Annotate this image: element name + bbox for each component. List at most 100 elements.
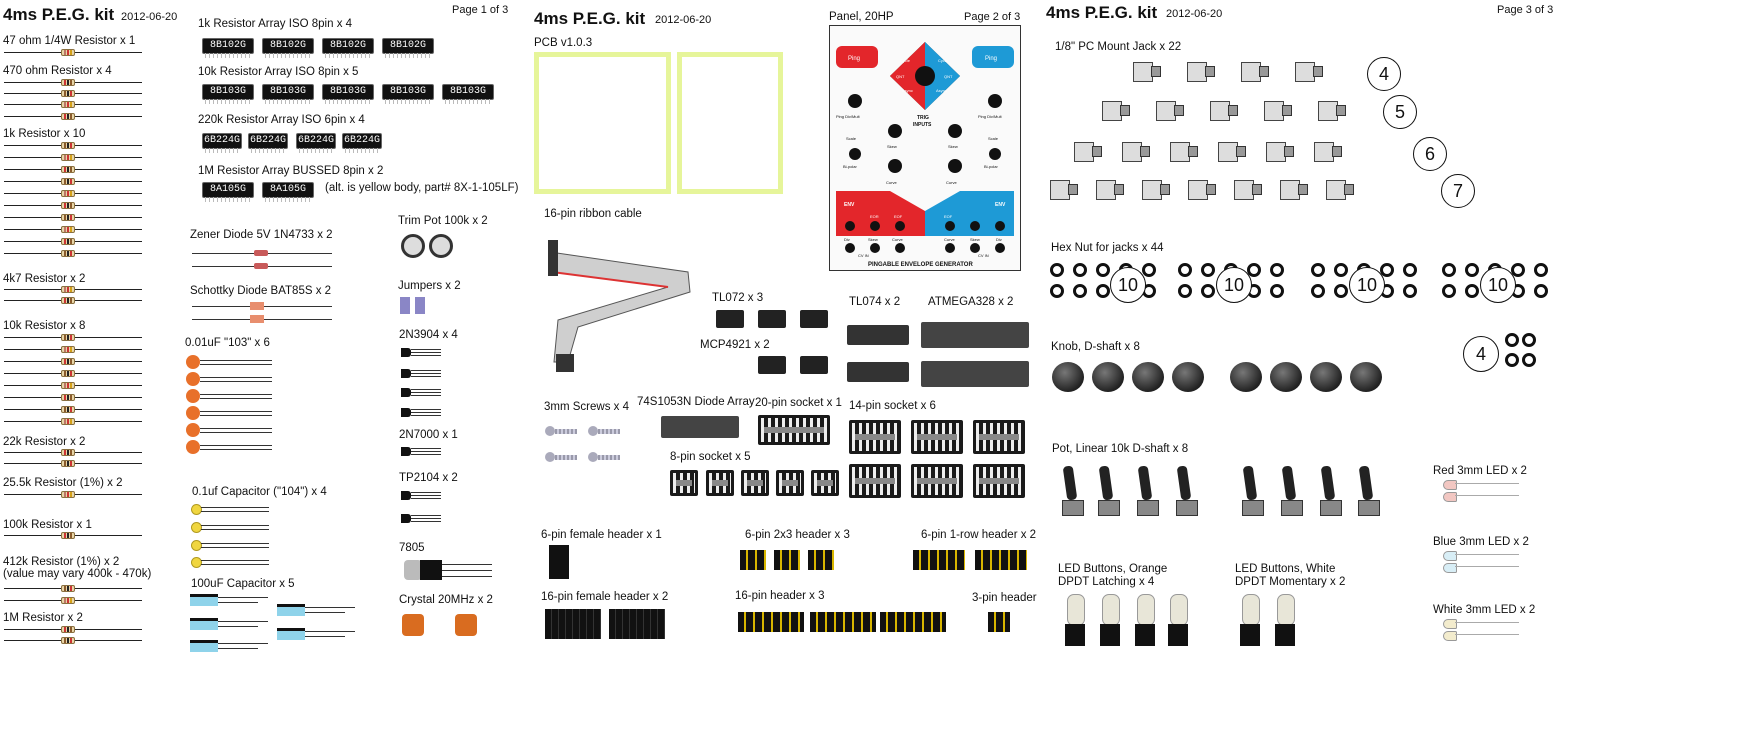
- panel-trig: TRIG: [917, 115, 929, 121]
- resistor-body: [61, 637, 75, 644]
- regulator-lead: [442, 564, 492, 565]
- resistor-body: [61, 142, 75, 149]
- resistor-array-220k: 6B224G: [342, 133, 382, 153]
- capacitor-lead: [200, 411, 272, 412]
- label-c103: 0.01uF "103" x 6: [185, 337, 270, 349]
- resistor-body: [61, 178, 75, 185]
- resistor-body: [61, 113, 75, 120]
- transistor-lead: [411, 395, 441, 396]
- ic-tl072: [800, 310, 828, 328]
- capacitor-lead: [305, 636, 345, 637]
- label-c100u: 100uF Capacitor x 5: [191, 578, 295, 590]
- capacitor-lead: [305, 607, 355, 608]
- label-r100k: 100k Resistor x 1: [3, 519, 92, 531]
- zener-diode-body: [254, 263, 268, 269]
- header-2x3: [740, 550, 766, 570]
- hexnut-icon: [1334, 263, 1348, 277]
- panel-curve-cv-right: Curve: [944, 237, 955, 242]
- ic-tl074: [847, 325, 909, 345]
- screw-thread-icon: [555, 455, 577, 460]
- label-r10k: 10k Resistor x 8: [3, 320, 86, 332]
- resistor-body: [61, 449, 75, 456]
- jack-icon: [1264, 99, 1292, 121]
- hexnut-icon: [1178, 263, 1192, 277]
- transistor-lead: [411, 389, 441, 390]
- label-r25k: 25.5k Resistor (1%) x 2: [3, 477, 123, 489]
- female-header-16pin: [609, 609, 665, 639]
- resistor-body: [61, 597, 75, 604]
- schottky-diode-body: [250, 315, 264, 323]
- panel-ping-left: Ping: [848, 56, 860, 62]
- schottky-diode-body: [250, 302, 264, 310]
- label-btn-orange-1: LED Buttons, Orange: [1058, 563, 1168, 575]
- hexnut-icon: [1311, 284, 1325, 298]
- capacitor-lead: [201, 547, 269, 548]
- transistor-icon: [401, 408, 411, 417]
- resistor-body: [61, 202, 75, 209]
- panel-skew-cv-left: Skew: [868, 237, 878, 242]
- label-ra10k: 10k Resistor Array ISO 8pin x 5: [198, 66, 359, 78]
- capacitor-lead: [200, 377, 272, 378]
- pot-icon: [1320, 466, 1342, 522]
- resistor-body: [61, 394, 75, 401]
- label-tp2104: TP2104 x 2: [399, 472, 458, 484]
- ic-tl072: [716, 310, 744, 328]
- jack-icon: [1218, 140, 1246, 162]
- jack-count-5: 5: [1383, 95, 1417, 129]
- label-hexnut: Hex Nut for jacks x 44: [1051, 242, 1164, 254]
- hexnut-icon: [1334, 284, 1348, 298]
- knob-icon: [1310, 362, 1342, 392]
- transistor-lead: [411, 492, 441, 493]
- hexnut-icon: [1465, 284, 1479, 298]
- panel-ping-right: Ping: [985, 56, 997, 62]
- capacitor-lead: [200, 449, 272, 450]
- transistor-icon: [401, 447, 411, 456]
- panel-qnt-left: QNT: [896, 74, 905, 79]
- capacitor-103: [186, 423, 200, 437]
- panel-bipolar-left: Bi-polar: [843, 164, 857, 169]
- screw-thread-icon: [555, 429, 577, 434]
- resistor-body: [61, 238, 75, 245]
- label-ra1m: 1M Resistor Array BUSSED 8pin x 2: [198, 165, 384, 177]
- page-1-number: Page 1 of 3: [452, 4, 509, 16]
- led-button-orange: [1168, 594, 1188, 652]
- capacitor-100uf: [190, 640, 218, 652]
- panel-curve-left: Curve: [886, 180, 897, 185]
- resistor-body: [61, 49, 75, 56]
- led-button-orange: [1135, 594, 1155, 652]
- pot-icon: [1242, 466, 1264, 522]
- jack-icon: [1314, 140, 1342, 162]
- resistor-body: [61, 297, 75, 304]
- hexnut-icon: [1403, 263, 1417, 277]
- capacitor-lead: [305, 631, 355, 632]
- transistor-lead: [411, 498, 441, 499]
- led-icon: [1443, 551, 1457, 561]
- panel-footer: PINGABLE ENVELOPE GENERATOR: [868, 262, 973, 268]
- label-r470: 470 ohm Resistor x 4: [3, 65, 112, 77]
- label-atmega: ATMEGA328 x 2: [928, 296, 1014, 308]
- capacitor-100uf-stripe: [277, 604, 305, 607]
- panel-async-right: Async: [936, 88, 947, 93]
- panel-scale-right: Scale: [988, 136, 999, 141]
- led-lead: [1455, 495, 1519, 496]
- resistor-body: [61, 382, 75, 389]
- hexnut-icon: [1380, 263, 1394, 277]
- hexnut-icon: [1311, 263, 1325, 277]
- led-lead: [1455, 566, 1519, 567]
- resistor-array-220k: 6B224G: [202, 133, 242, 153]
- transistor-icon: [401, 369, 411, 378]
- transistor-icon: [401, 388, 411, 397]
- resistor-array-1k: 8B102G: [322, 38, 374, 58]
- led-icon: [1443, 480, 1457, 490]
- label-knob: Knob, D-shaft x 8: [1051, 341, 1140, 353]
- pot-icon: [1062, 466, 1084, 522]
- resistor-body: [61, 101, 75, 108]
- regulator-lead: [442, 570, 492, 571]
- label-q7000: 2N7000 x 1: [399, 429, 458, 441]
- resistor-body: [61, 358, 75, 365]
- panel-div-left: Div: [844, 237, 850, 242]
- panel-skew-cv-right: Skew: [970, 237, 980, 242]
- resistor-body: [61, 626, 75, 633]
- hexnut-icon: [1050, 263, 1064, 277]
- label-ribbon: 16-pin ribbon cable: [544, 208, 642, 220]
